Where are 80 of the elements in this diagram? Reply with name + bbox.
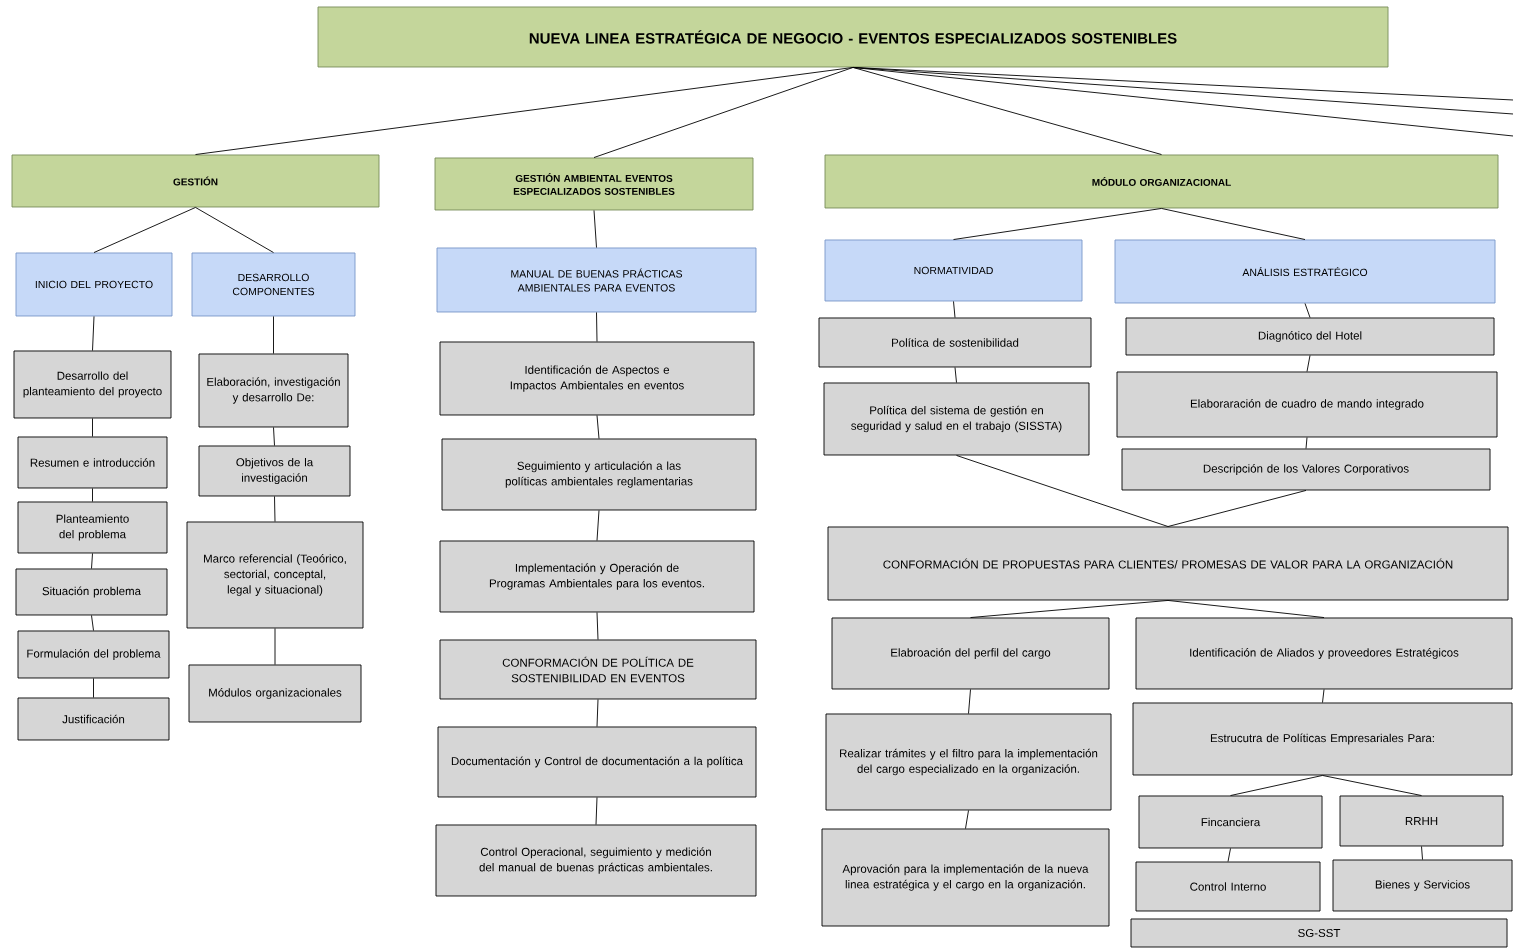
connector-line — [92, 316, 95, 351]
title-box: NUEVA LINEA ESTRATÉGICA DE NEGOCIO - EVENTOS ESPECIALIZADOS SOSTENIBLES — [317, 6, 1389, 68]
connector-line — [595, 797, 598, 825]
task-box: Desarrollo del planteamiento del proyecto — [13, 350, 172, 419]
connector-line — [953, 208, 1162, 240]
section-box: INICIO DEL PROYECTO — [15, 252, 173, 317]
task-box: Bienes y Servicios — [1332, 859, 1513, 912]
task-box: Control Interno — [1135, 861, 1321, 912]
task-box: Resumen e introducción — [17, 436, 168, 489]
connector-line — [852, 67, 1514, 137]
task-box: Fincanciera — [1138, 795, 1323, 849]
connector-line — [954, 367, 957, 383]
task-box: Descripción de los Valores Corporativos — [1121, 448, 1491, 491]
connector-line — [274, 628, 276, 665]
connector-line — [1305, 437, 1308, 449]
connector-line — [596, 415, 600, 439]
task-box: RRHH — [1339, 795, 1504, 847]
connector-line — [596, 699, 599, 727]
connector-line — [91, 615, 94, 631]
task-box: Elaboración, investigación y desarrollo De: — [198, 353, 349, 428]
category-box: MÓDULO ORGANIZACIONAL — [824, 154, 1499, 209]
connector-line — [195, 67, 854, 155]
connector-line — [970, 600, 1169, 618]
task-box: Implementación y Operación de Programas Ambientales para los eventos. — [439, 540, 755, 613]
connector-line — [965, 810, 969, 829]
category-box: GESTIÓN AMBIENTAL EVENTOS ESPECIALIZADOS SOSTENIBLES — [434, 157, 754, 211]
task-box: Marco referencial (Teoórico, sectorial, conceptal, legal y situacional) — [186, 521, 364, 629]
connector-line — [274, 496, 276, 522]
connector-line — [195, 207, 274, 253]
task-box: Seguimiento y articulación a las políticas ambientales reglamentarias — [441, 438, 757, 511]
section-box: NORMATIVIDAD — [824, 239, 1083, 302]
task-box: Control Operacional, seguimiento y medición del manual de buenas prácticas ambientales. — [435, 824, 757, 897]
task-box: Formulación del problema — [17, 630, 170, 679]
connector-line — [93, 678, 94, 698]
task-box: Planteamiento del problema — [17, 501, 168, 554]
connector-line — [1421, 846, 1423, 860]
task-box: Política de sostenibilidad — [818, 317, 1092, 368]
task-box: Política del sistema de gestión en seguridad y salud en el trabajo (SISSTA) — [823, 382, 1090, 456]
connector-line — [953, 301, 956, 318]
connector-line — [596, 612, 599, 640]
task-box: Objetivos de la investigación — [198, 445, 351, 497]
task-box: Situación problema — [15, 568, 168, 616]
section-box: MANUAL DE BUENAS PRÁCTICAS AMBIENTALES PARA EVENTOS — [436, 247, 757, 313]
task-box: Identificación de Aliados y proveedores Estratégicos — [1135, 617, 1513, 690]
connector-line — [1304, 303, 1311, 318]
connector-line — [1322, 689, 1325, 703]
connector-line — [1306, 355, 1311, 372]
connector-line — [852, 67, 1162, 155]
connector-line — [593, 67, 854, 158]
task-box: Elaboraración de cuadro de mando integrado — [1116, 371, 1498, 438]
connector-line — [93, 207, 196, 253]
task-box: Identificación de Aspectos e Impactos Ambientales en eventos — [439, 341, 755, 416]
connector-line — [273, 427, 275, 446]
task-box: Módulos organizacionales — [188, 664, 362, 723]
category-box: GESTIÓN — [11, 154, 380, 208]
connector-line — [596, 510, 600, 541]
connector-line — [1167, 600, 1325, 618]
connector-line — [593, 210, 597, 248]
connector-line — [92, 488, 93, 502]
task-box: CONFORMACIÓN DE POLÍTICA DE SOSTENIBILIDAD EN EVENTOS — [439, 639, 757, 700]
task-box: Aprovación para la implementación de la nueva linea estratégica y el cargo en la organización. — [821, 828, 1110, 927]
task-box: Elabroación del perfil del cargo — [831, 617, 1110, 690]
task-box: Documentación y Control de documentación a la política — [437, 726, 757, 798]
connector-line — [956, 455, 1169, 527]
section-box: DESARROLLO COMPONENTES — [191, 252, 356, 317]
task-box: CONFORMACIÓN DE PROPUESTAS PARA CLIENTES/ PROMESAS DE VALOR PARA LA ORGANIZACIÓN — [827, 526, 1509, 601]
task-box: Estrucutra de Políticas Empresariales Para: — [1132, 702, 1513, 776]
section-box: ANÁLISIS ESTRATÉGICO — [1114, 239, 1496, 304]
task-box: SG-SST — [1130, 918, 1508, 948]
task-box: Diagnótico del Hotel — [1125, 317, 1495, 356]
connector-line — [596, 312, 598, 342]
connector-line — [92, 418, 93, 437]
task-box: Justificación — [17, 697, 170, 741]
connector-line — [273, 316, 274, 354]
task-box: Realizar trámites y el filtro para la implementación del cargo especializado en la organización. — [825, 713, 1112, 811]
connector-line — [1161, 208, 1306, 240]
connector-line — [968, 689, 971, 714]
connector-line — [1167, 490, 1307, 527]
connector-line — [1227, 848, 1231, 862]
connector-line — [91, 553, 93, 569]
